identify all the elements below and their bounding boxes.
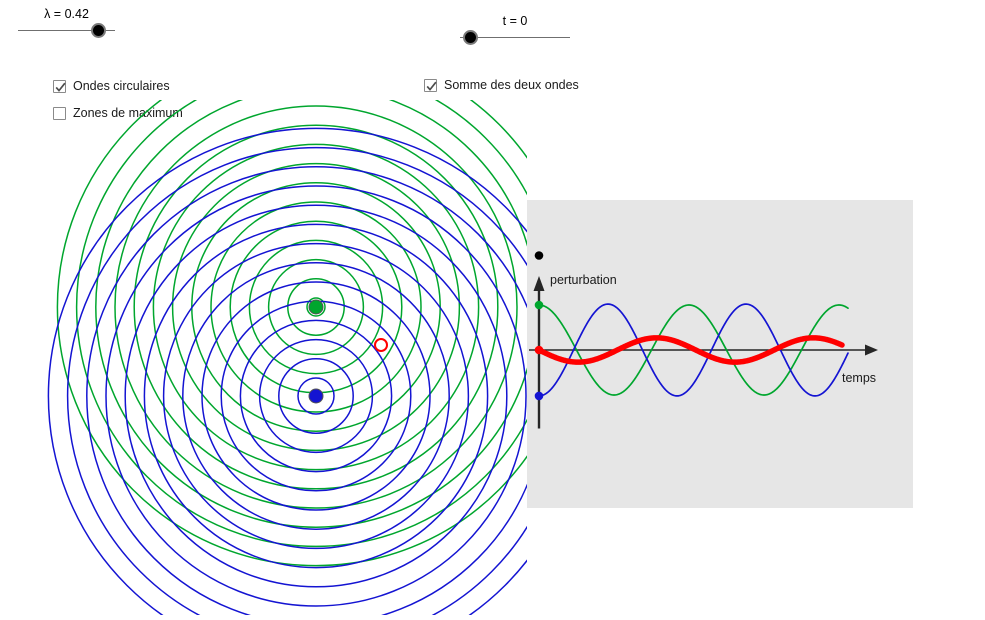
perturbation-graph-panel[interactable]: perturbation temps xyxy=(527,200,913,508)
lambda-slider-track[interactable] xyxy=(18,30,115,31)
wave-field-canvas[interactable] xyxy=(0,47,585,620)
wavefront-ring xyxy=(267,258,365,356)
lambda-slider-label: λ = 0.42 xyxy=(44,7,89,21)
curve-onde-bleue xyxy=(538,303,849,397)
wave-sources[interactable] xyxy=(308,299,388,404)
time-slider-knob[interactable] xyxy=(462,29,478,45)
blue-source-point[interactable] xyxy=(308,388,324,404)
green-wavefront-rings xyxy=(56,47,576,567)
checkbox-box[interactable] xyxy=(53,79,66,93)
marker-sum-value[interactable] xyxy=(534,345,544,355)
checkbox-box[interactable] xyxy=(424,78,437,92)
checkmark-icon xyxy=(426,81,437,91)
chart-curves xyxy=(536,303,849,397)
wavefront-ring xyxy=(143,223,489,569)
checkbox-somme-des-deux-ondes[interactable]: Somme des deux ondes xyxy=(424,78,579,92)
blue-wavefront-rings xyxy=(47,127,585,620)
wavefront-ring xyxy=(152,143,480,471)
wavefront-ring xyxy=(124,204,508,588)
wavefront-ring xyxy=(171,162,461,452)
wavefront-ring xyxy=(278,358,354,434)
x-axis-arrowhead xyxy=(865,344,878,356)
green-source-point[interactable] xyxy=(308,299,324,315)
marker-amplitude-max[interactable] xyxy=(534,251,544,260)
wavefront-ring xyxy=(306,297,326,317)
checkbox-label: Somme des deux ondes xyxy=(444,78,579,92)
y-axis-label: perturbation xyxy=(550,273,617,287)
lambda-slider-knob[interactable] xyxy=(90,22,106,38)
perturbation-vs-time-chart[interactable]: perturbation temps xyxy=(527,200,913,508)
wavefront-ring xyxy=(182,262,450,530)
wavefront-ring xyxy=(248,239,384,375)
wavefront-ring xyxy=(105,185,527,607)
wavefront-ring xyxy=(239,319,393,473)
y-axis-arrowhead xyxy=(533,276,545,291)
time-slider-track[interactable] xyxy=(460,37,570,38)
checkbox-ondes-circulaires[interactable]: Ondes circulaires xyxy=(53,79,170,93)
checkbox-box[interactable] xyxy=(53,106,66,120)
wavefront-ring xyxy=(287,278,345,336)
x-axis-label: temps xyxy=(842,371,876,385)
circular-waves-diagram[interactable] xyxy=(0,47,585,620)
chart-axis-markers[interactable] xyxy=(534,251,544,401)
marker-blue-value[interactable] xyxy=(534,391,544,401)
time-slider-label: t = 0 xyxy=(502,14,528,28)
wavefront-ring xyxy=(201,281,431,511)
wavefront-ring xyxy=(210,201,422,413)
wavefront-ring xyxy=(258,338,374,454)
checkbox-label: Zones de maximum xyxy=(73,106,183,120)
marker-green-value[interactable] xyxy=(534,300,544,310)
wavefront-ring xyxy=(133,124,499,490)
wavefront-ring xyxy=(114,105,518,509)
wavefront-ring xyxy=(162,242,470,550)
checkbox-label: Ondes circulaires xyxy=(73,79,170,93)
curve-onde-verte xyxy=(538,304,849,396)
probe-point-marker[interactable] xyxy=(374,338,388,352)
checkmark-icon xyxy=(55,82,66,92)
checkbox-zones-de-maximum[interactable]: Zones de maximum xyxy=(53,106,183,120)
curve-somme-des-deux-ondes xyxy=(536,335,845,365)
wavefront-ring xyxy=(297,377,335,415)
